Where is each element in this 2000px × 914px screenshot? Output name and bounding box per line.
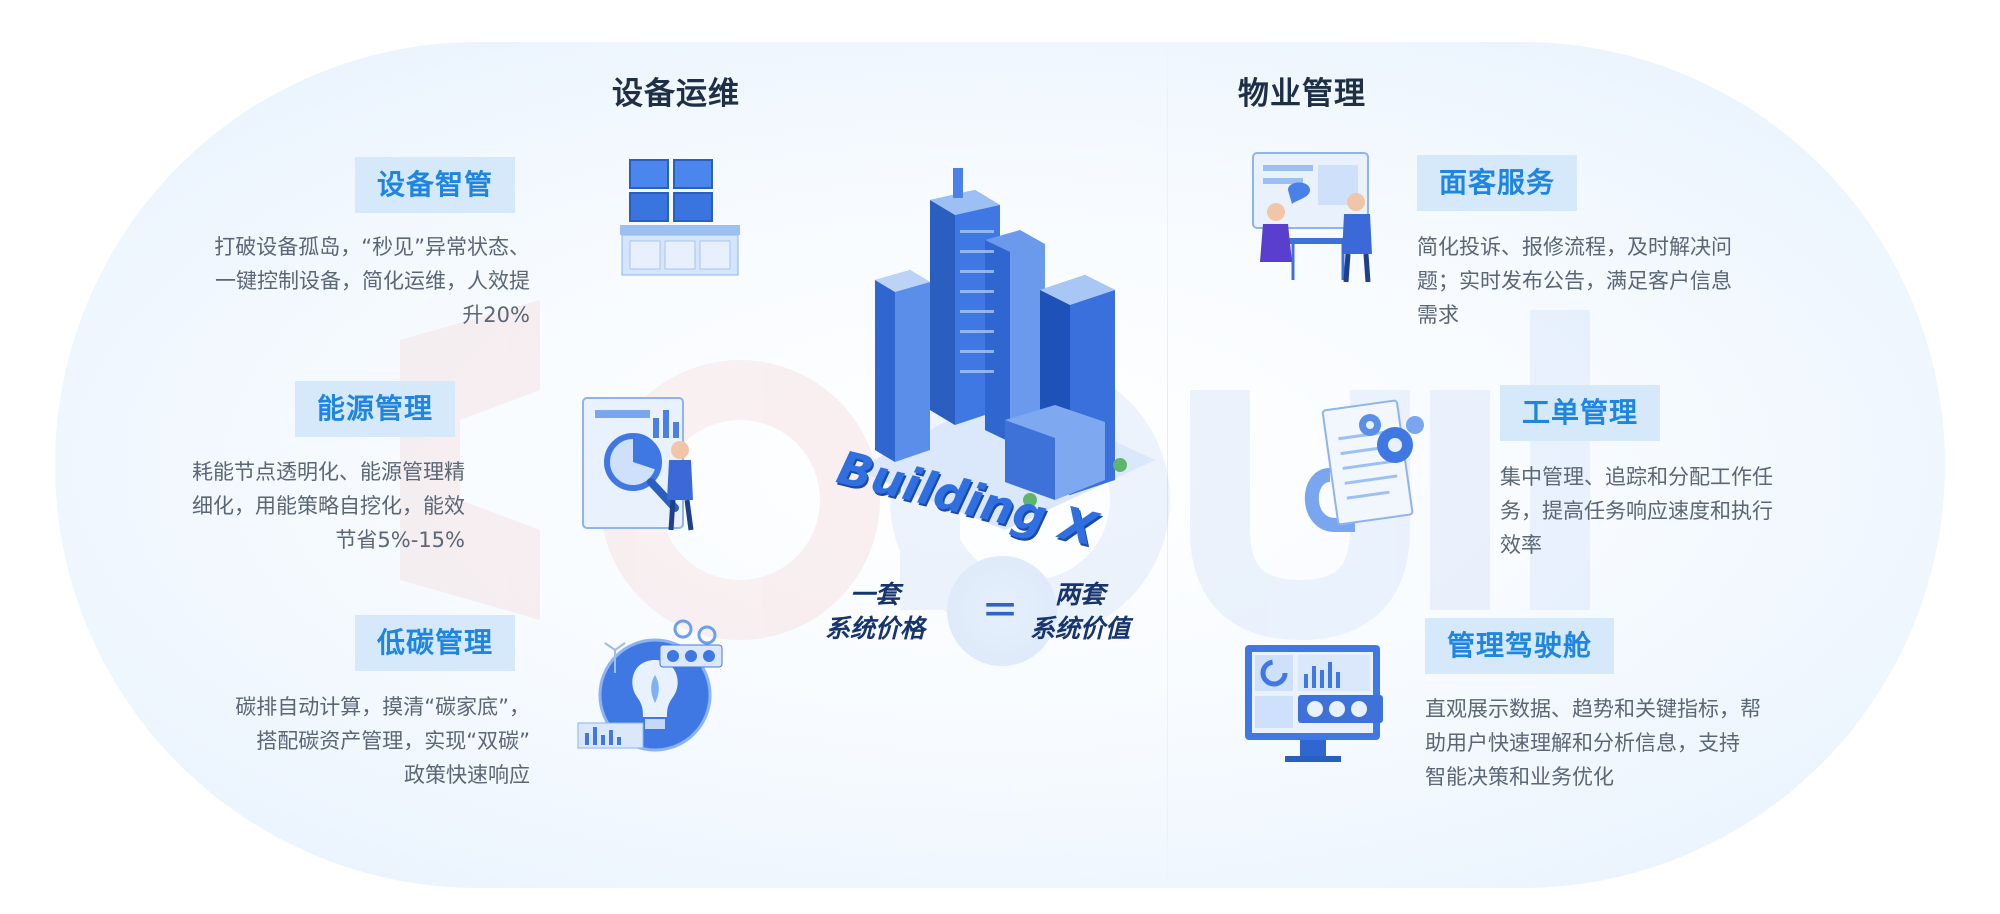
desc-energy-mgmt: 耗能节点透明化、能源管理精 细化，用能策略自挖化，能效 节省5%-15%	[110, 455, 465, 557]
desc-line: 助用户快速理解和分析信息，支持	[1425, 731, 1740, 755]
customer-service-meeting-icon	[1252, 152, 1372, 283]
two-sets-label: 两套	[1054, 580, 1105, 609]
system-value-label: 系统价值	[1029, 614, 1130, 643]
desc-line: 耗能节点透明化、能源管理精	[192, 460, 465, 484]
equals-sign: =	[981, 583, 1019, 634]
section-title-property-mgmt: 物业管理	[1238, 76, 1366, 112]
desc-customer-service: 简化投诉、报修流程，及时解决问 题；实时发布公告，满足客户信息 需求	[1417, 230, 1797, 332]
tag-work-order-mgmt: 工单管理	[1500, 385, 1661, 441]
tag-management-cockpit: 管理驾驶舱	[1425, 618, 1615, 674]
desc-line: 政策快速响应	[404, 763, 530, 787]
one-set-label: 一套	[849, 580, 900, 609]
desc-line: 细化，用能策略自挖化，能效	[192, 494, 465, 518]
desc-line: 集中管理、追踪和分配工作任	[1500, 465, 1773, 489]
desc-line: 搭配碳资产管理，实现“双碳”	[256, 729, 530, 753]
section-title-equipment-ops: 设备运维	[612, 76, 740, 112]
desc-line: 打破设备孤岛，“秒见”异常状态、	[214, 235, 530, 259]
energy-magnifier-icon	[582, 397, 694, 531]
desc-line: 需求	[1417, 303, 1459, 327]
desc-line: 升20%	[462, 303, 530, 327]
desc-line: 一键控制设备，简化运维，人效提	[215, 269, 530, 293]
desc-line: 智能决策和业务优化	[1425, 765, 1614, 789]
desc-line: 题；实时发布公告，满足客户信息	[1417, 269, 1732, 293]
desc-line: 务，提高任务响应速度和执行	[1500, 499, 1773, 523]
tag-low-carbon-mgmt: 低碳管理	[355, 615, 516, 671]
monitor-wall-icon	[620, 159, 740, 276]
desc-line: 直观展示数据、趋势和关键指标，帮	[1425, 697, 1761, 721]
desc-line: 简化投诉、报修流程，及时解决问	[1417, 235, 1732, 259]
two-system-value: 两套 系统价值	[1005, 578, 1155, 646]
center-divider	[1167, 50, 1168, 880]
desc-equipment-smart-mgmt: 打破设备孤岛，“秒见”异常状态、 一键控制设备，简化运维，人效提 升20%	[150, 230, 530, 332]
tag-equipment-smart-mgmt: 设备智管	[355, 157, 516, 213]
desc-work-order-mgmt: 集中管理、追踪和分配工作任 务，提高任务响应速度和执行 效率	[1500, 460, 1860, 562]
tag-customer-service: 面客服务	[1417, 155, 1578, 211]
work-order-document-icon	[1304, 399, 1424, 532]
dashboard-screen-icon	[1245, 645, 1383, 762]
system-price-label: 系统价格	[824, 614, 925, 643]
equals-badge	[947, 556, 1057, 666]
city-buildings-illustration	[855, 168, 1155, 530]
tag-energy-mgmt: 能源管理	[295, 381, 456, 437]
desc-low-carbon-mgmt: 碳排自动计算，摸清“碳家底”， 搭配碳资产管理，实现“双碳” 政策快速响应	[150, 690, 530, 792]
desc-line: 效率	[1500, 533, 1542, 557]
desc-management-cockpit: 直观展示数据、趋势和关键指标，帮 助用户快速理解和分析信息，支持 智能决策和业务…	[1425, 692, 1825, 794]
one-system-price: 一套 系统价格	[800, 578, 950, 646]
desc-line: 节省5%-15%	[335, 528, 465, 552]
desc-line: 碳排自动计算，摸清“碳家底”，	[235, 695, 530, 719]
lightbulb-globe-icon	[577, 619, 723, 752]
